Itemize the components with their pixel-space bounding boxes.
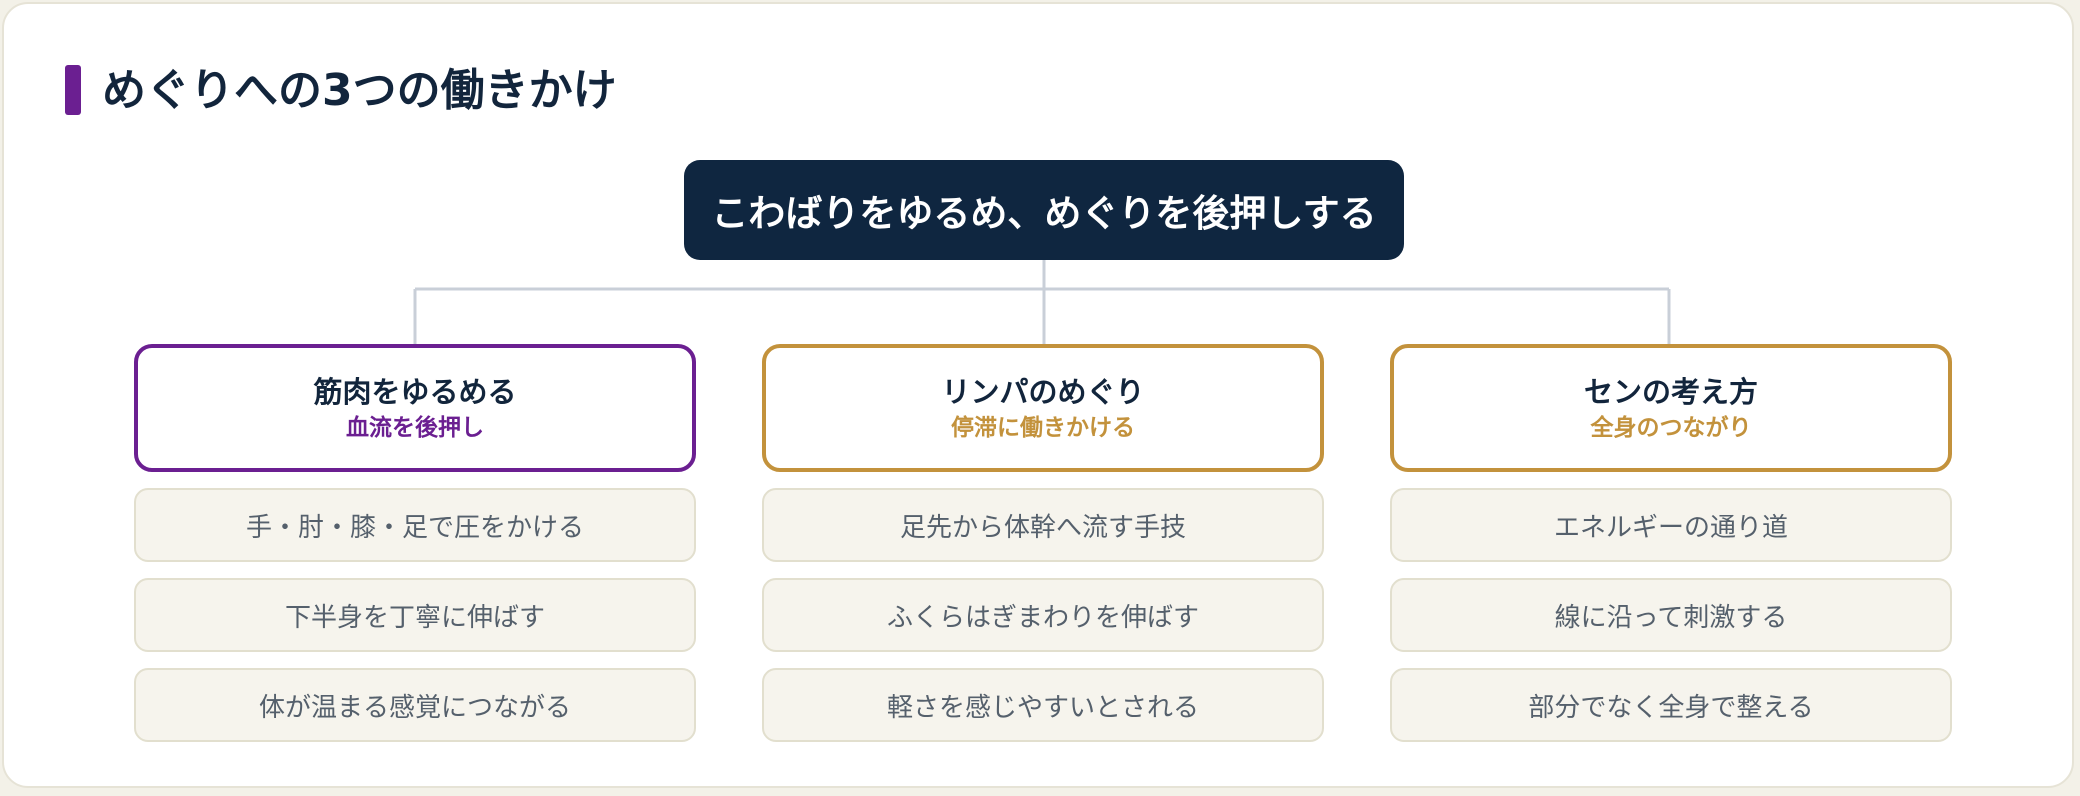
column-subtitle: 血流を後押し xyxy=(346,415,484,441)
title-accent-bar xyxy=(65,65,81,115)
list-item: 部分でなく全身で整える xyxy=(1390,668,1952,742)
root-node: こわばりをゆるめ、めぐりを後押しする xyxy=(684,160,1404,260)
list-item: ふくらはぎまわりを伸ばす xyxy=(762,578,1324,652)
column-title: 筋肉をゆるめる xyxy=(313,375,517,409)
column-header-lymph: リンパのめぐり 停滞に働きかける xyxy=(762,344,1324,472)
list-item: 下半身を丁寧に伸ばす xyxy=(134,578,696,652)
page-title: めぐりへの3つの働きかけ xyxy=(102,65,617,116)
column-header-sen: センの考え方 全身のつながり xyxy=(1390,344,1952,472)
list-item: 足先から体幹へ流す手技 xyxy=(762,488,1324,562)
column-subtitle: 停滞に働きかける xyxy=(951,415,1135,441)
column-title: リンパのめぐり xyxy=(941,375,1145,409)
column-subtitle: 全身のつながり xyxy=(1590,415,1752,441)
column-header-muscle: 筋肉をゆるめる 血流を後押し xyxy=(134,344,696,472)
list-item: 軽さを感じやすいとされる xyxy=(762,668,1324,742)
list-item: エネルギーの通り道 xyxy=(1390,488,1952,562)
list-item: 体が温まる感覚につながる xyxy=(134,668,696,742)
list-item: 線に沿って刺激する xyxy=(1390,578,1952,652)
list-item: 手・肘・膝・足で圧をかける xyxy=(134,488,696,562)
column-title: センの考え方 xyxy=(1583,375,1758,409)
